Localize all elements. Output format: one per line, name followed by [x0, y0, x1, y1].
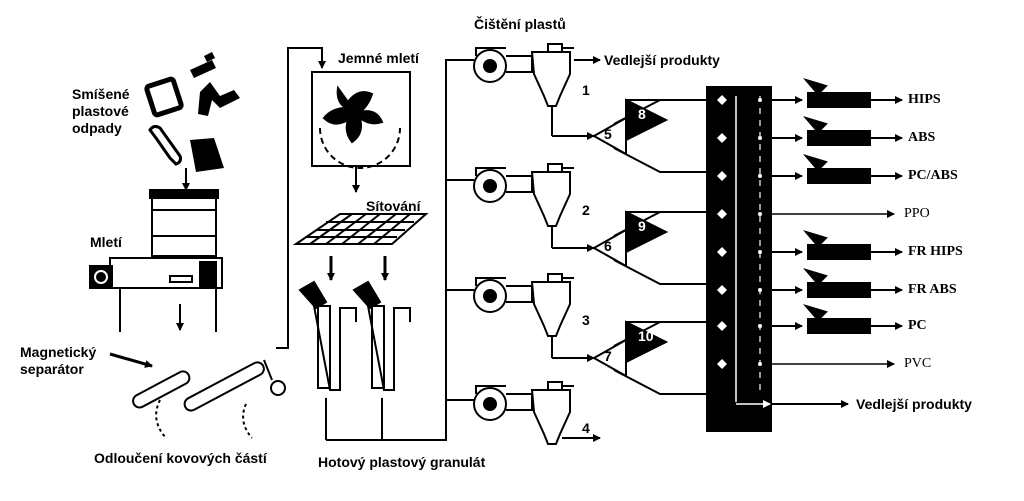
byproducts-top-label: Vedlejší produkty — [604, 52, 720, 68]
grinder-machine — [89, 168, 223, 332]
product-label: FR HIPS — [908, 244, 963, 259]
product-label: PC/ABS — [908, 168, 958, 183]
diamond-mark — [717, 285, 727, 295]
granulate-separators — [298, 59, 474, 441]
separator-unit — [551, 98, 706, 173]
diamond-mark — [717, 321, 727, 331]
separator-unit — [551, 210, 706, 285]
mixed-waste-label: Smíšené plastové odpady — [72, 86, 130, 136]
product-label: ABS — [908, 130, 936, 145]
separator-number: 5 — [604, 126, 612, 142]
cyclone-number: 1 — [582, 82, 590, 98]
cyclone-group — [473, 43, 574, 445]
product-label: PVC — [904, 356, 932, 371]
separator-inner-number: 8 — [638, 106, 646, 122]
magnetic-separator — [109, 47, 326, 439]
product-label: PPO — [904, 206, 930, 221]
fine-milling-label: Jemné mletí — [338, 50, 419, 66]
product-line — [772, 78, 903, 108]
product-line — [772, 154, 903, 184]
sieving-label: Sítování — [366, 198, 421, 214]
diamond-mark — [717, 95, 727, 105]
product-line — [772, 230, 903, 260]
cyclone-unit — [473, 163, 574, 227]
cleaning-label: Čištění plastů — [474, 16, 566, 32]
product-line — [772, 304, 903, 334]
cyclone-number: 2 — [582, 202, 590, 218]
separator-group — [551, 98, 706, 395]
magnetic-separator-label: Magnetický separátor — [20, 344, 97, 377]
product-line — [772, 268, 903, 298]
product-label: PC — [908, 318, 927, 333]
product-lines — [772, 78, 903, 368]
diamond-mark — [717, 359, 727, 369]
distribution-column — [706, 86, 772, 432]
column-dot — [758, 174, 762, 178]
product-label: HIPS — [908, 92, 941, 107]
byproduct-arrows — [562, 56, 849, 442]
column-dot — [758, 212, 762, 216]
metal-separation-label: Odloučení kovových částí — [94, 450, 267, 466]
cyclone-unit — [473, 43, 574, 107]
diamond-mark — [717, 133, 727, 143]
mixed-waste-icons — [144, 52, 240, 172]
diamond-mark — [717, 247, 727, 257]
byproducts-bottom-label: Vedlejší produkty — [856, 396, 972, 412]
cyclone-unit — [473, 273, 574, 337]
product-label: FR ABS — [908, 282, 957, 297]
cyclone-unit — [473, 381, 574, 445]
product-line — [772, 116, 903, 146]
diamond-mark — [717, 171, 727, 181]
cyclone-number: 3 — [582, 312, 590, 328]
fine-mill — [311, 71, 411, 193]
cyclone-number: 4 — [582, 420, 590, 436]
separator-unit — [551, 320, 706, 395]
milling-label: Mletí — [90, 234, 122, 250]
separator-number: 7 — [604, 348, 612, 364]
separator-number: 6 — [604, 238, 612, 254]
diamond-mark — [717, 209, 727, 219]
separator-inner-number: 9 — [638, 218, 646, 234]
granulate-label: Hotový plastový granulát — [318, 454, 486, 470]
separator-inner-number: 10 — [638, 328, 654, 344]
sieve-grid — [292, 213, 429, 281]
